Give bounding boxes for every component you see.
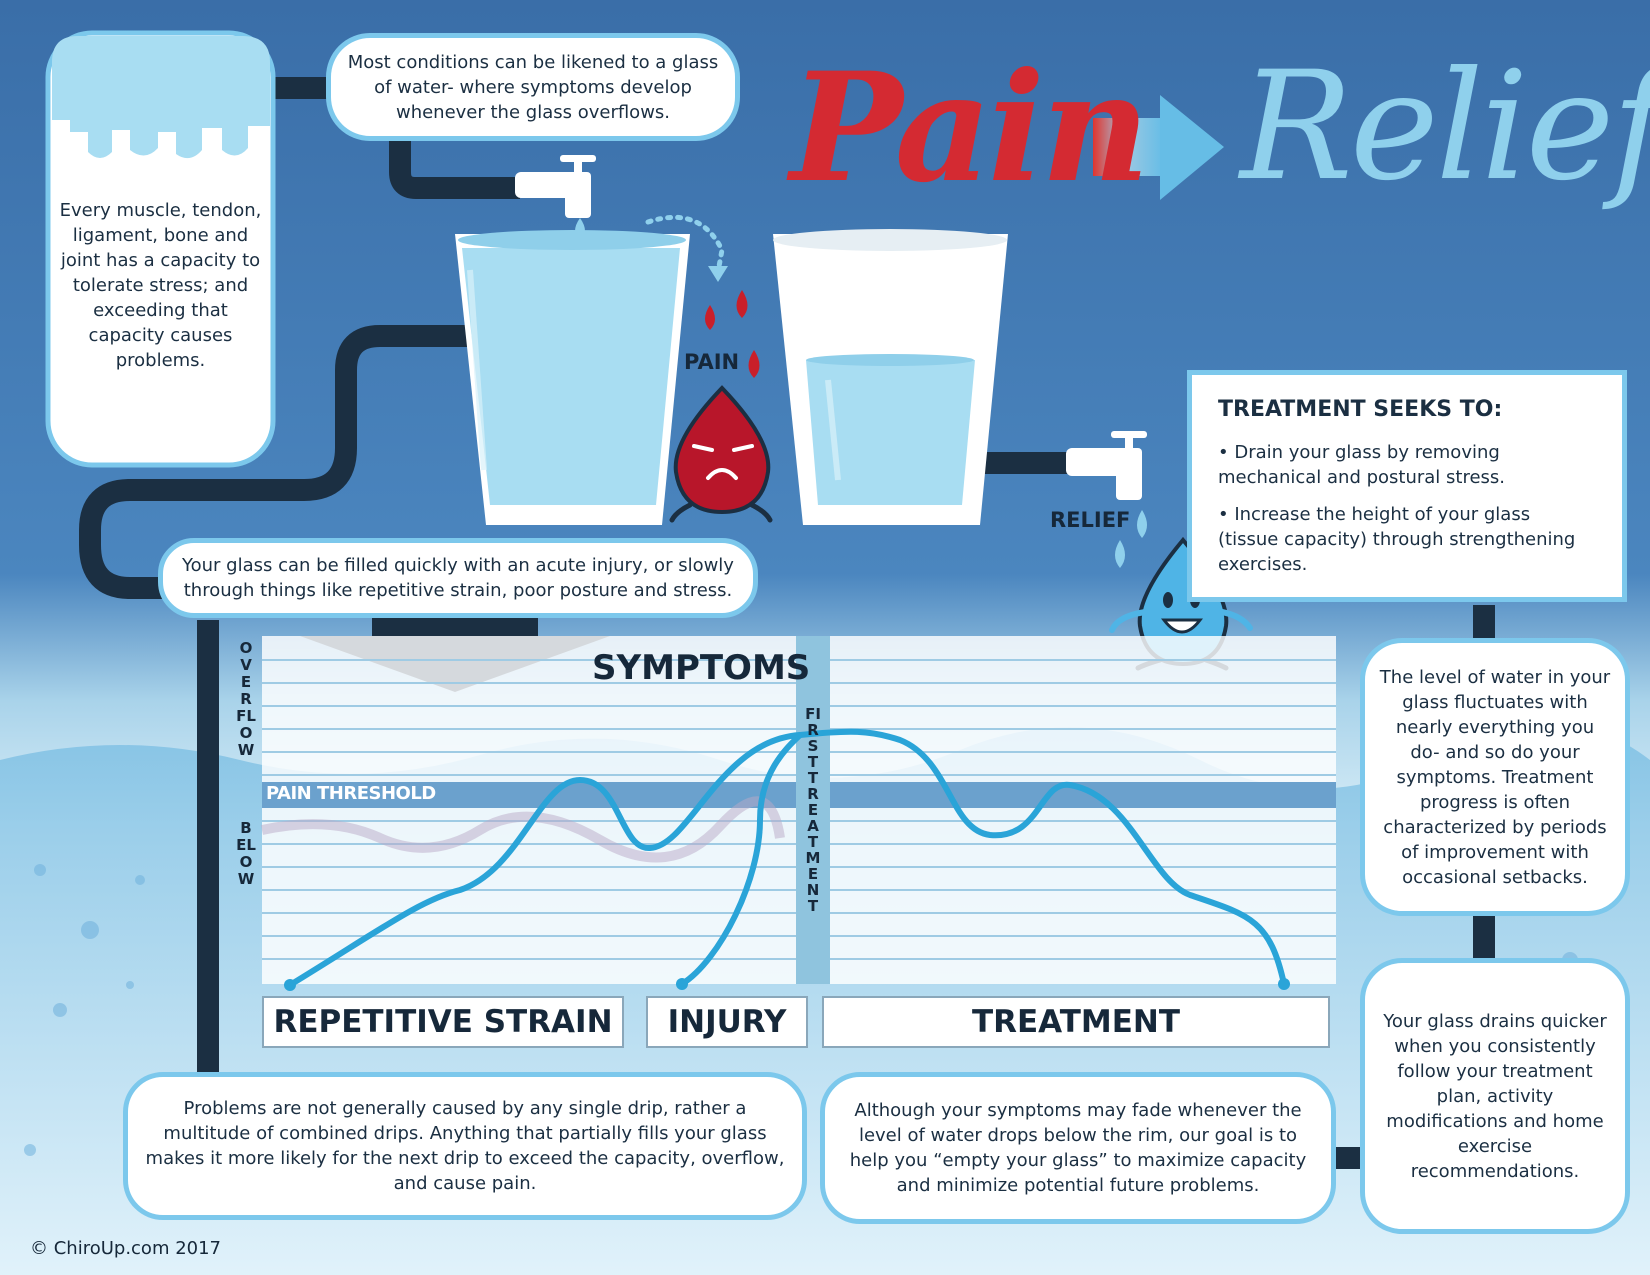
filled-text: Your glass can be filled quickly with an… <box>182 555 734 601</box>
fade-box: Although your symptoms may fade whenever… <box>820 1072 1336 1224</box>
capacity-text: Every muscle, tendon, ligament, bone and… <box>59 200 262 371</box>
first-treatment-label: FIRST TREATMENT <box>805 705 821 915</box>
title-relief: Relief <box>1240 40 1650 214</box>
treatment-seeks-box: TREATMENT SEEKS TO: • Drain your glass b… <box>1187 370 1627 602</box>
treatment-item: • Drain your glass by removing mechanica… <box>1218 442 1506 488</box>
drips-text: Problems are not generally caused by any… <box>145 1098 785 1194</box>
drips-box: Problems are not generally caused by any… <box>123 1072 807 1220</box>
pain-label: PAIN <box>684 350 740 374</box>
title-pain: Pain <box>790 40 1150 216</box>
treatment-item: • Increase the height of your glass (tis… <box>1218 504 1576 575</box>
capacity-box: Every muscle, tendon, ligament, bone and… <box>48 170 273 371</box>
fluctuates-box: The level of water in your glass fluctua… <box>1360 638 1630 916</box>
category-treatment: TREATMENT <box>822 996 1330 1048</box>
category-repetitive-strain: REPETITIVE STRAIN <box>262 996 624 1048</box>
glass-analogy-text: Most conditions can be likened to a glas… <box>347 51 719 123</box>
overflow-label: OVERFLOW <box>236 639 256 759</box>
pain-threshold-label: PAIN THRESHOLD <box>266 783 436 804</box>
relief-label: RELIEF <box>1050 508 1131 532</box>
sad-drop-icon <box>669 385 773 523</box>
category-injury: INJURY <box>646 996 808 1048</box>
copyright: © ChiroUp.com 2017 <box>30 1238 222 1259</box>
glass-analogy-box: Most conditions can be likened to a glas… <box>326 33 740 141</box>
below-label: BELOW <box>236 819 256 888</box>
treatment-seeks-title: TREATMENT SEEKS TO: <box>1218 397 1503 422</box>
drains-text: Your glass drains quicker when you consi… <box>1383 1010 1607 1182</box>
drains-box: Your glass drains quicker when you consi… <box>1360 958 1630 1234</box>
faucet-icon <box>1066 431 1147 500</box>
chart-title: SYMPTOMS <box>592 648 811 688</box>
filled-box: Your glass can be filled quickly with an… <box>158 538 758 618</box>
fluctuates-text: The level of water in your glass fluctua… <box>1379 666 1611 888</box>
fade-text: Although your symptoms may fade whenever… <box>849 1100 1307 1196</box>
arrow-right-icon <box>1093 95 1224 200</box>
